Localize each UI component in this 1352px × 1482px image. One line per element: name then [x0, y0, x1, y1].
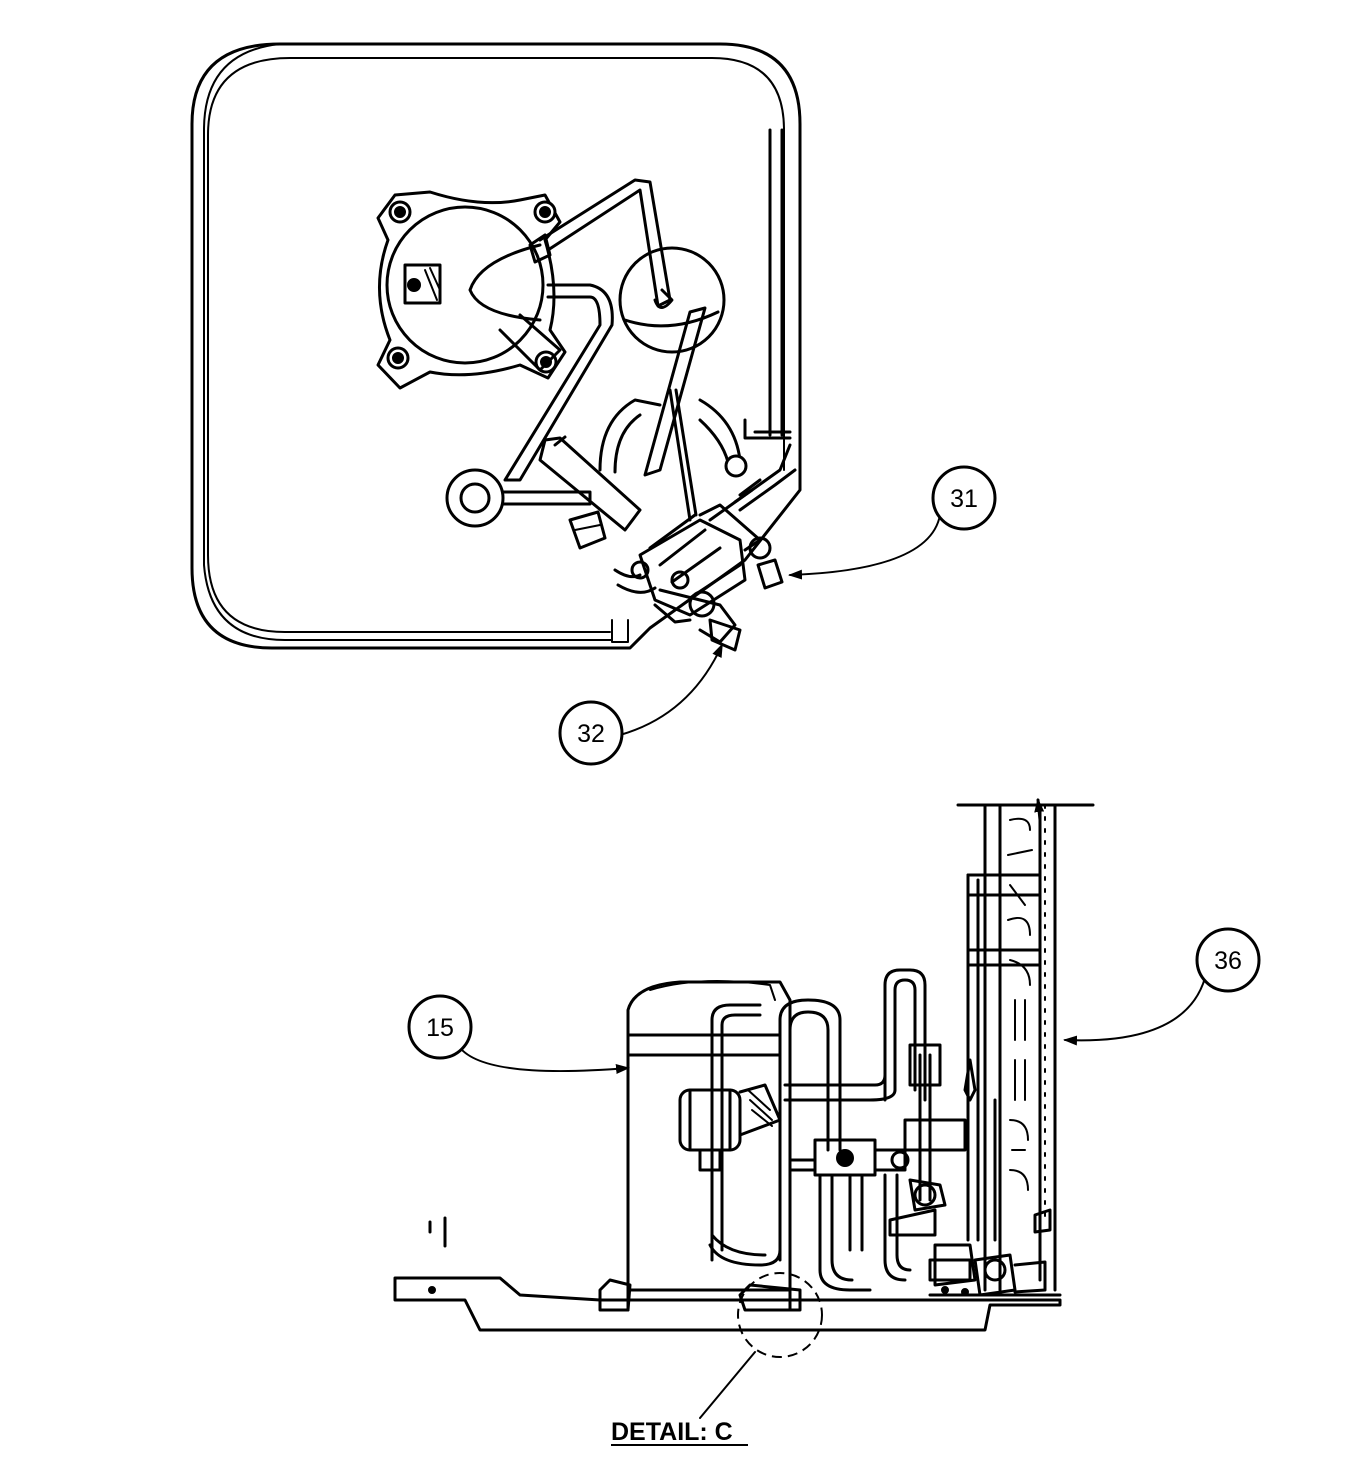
filter-drier — [678, 1083, 782, 1172]
callout-36: 36 — [1063, 927, 1261, 1046]
coil-column — [956, 798, 1095, 1292]
callout-32: 32 — [558, 643, 723, 766]
detail-label-text: DETAIL: C — [611, 1418, 733, 1446]
service-fitting — [445, 468, 505, 528]
top-view — [190, 42, 802, 652]
callout-31: 31 — [788, 465, 997, 580]
callout-number: 15 — [426, 1014, 454, 1042]
detail-c-marker — [737, 1272, 823, 1358]
callout-number: 32 — [577, 720, 605, 748]
detail-label: DETAIL: C — [611, 1418, 748, 1446]
callout-15: 15 — [407, 994, 630, 1074]
compressor-body — [626, 980, 792, 1312]
base-pan-inner-rim — [207, 57, 785, 633]
callout-bubble — [931, 465, 997, 531]
base-pan-outline — [190, 42, 802, 650]
callout-bubble — [1195, 927, 1261, 993]
side-view — [393, 798, 1095, 1419]
accumulator-top — [618, 246, 726, 354]
valve-cluster — [788, 1043, 1062, 1297]
callout-number: 31 — [950, 485, 978, 513]
callout-bubble — [558, 700, 624, 766]
service-valve-assembly — [613, 503, 784, 652]
callout-number: 36 — [1214, 947, 1242, 975]
base-plate — [393, 1276, 1062, 1332]
compressor-mount-plate — [376, 190, 567, 390]
callout-bubble — [407, 994, 473, 1060]
